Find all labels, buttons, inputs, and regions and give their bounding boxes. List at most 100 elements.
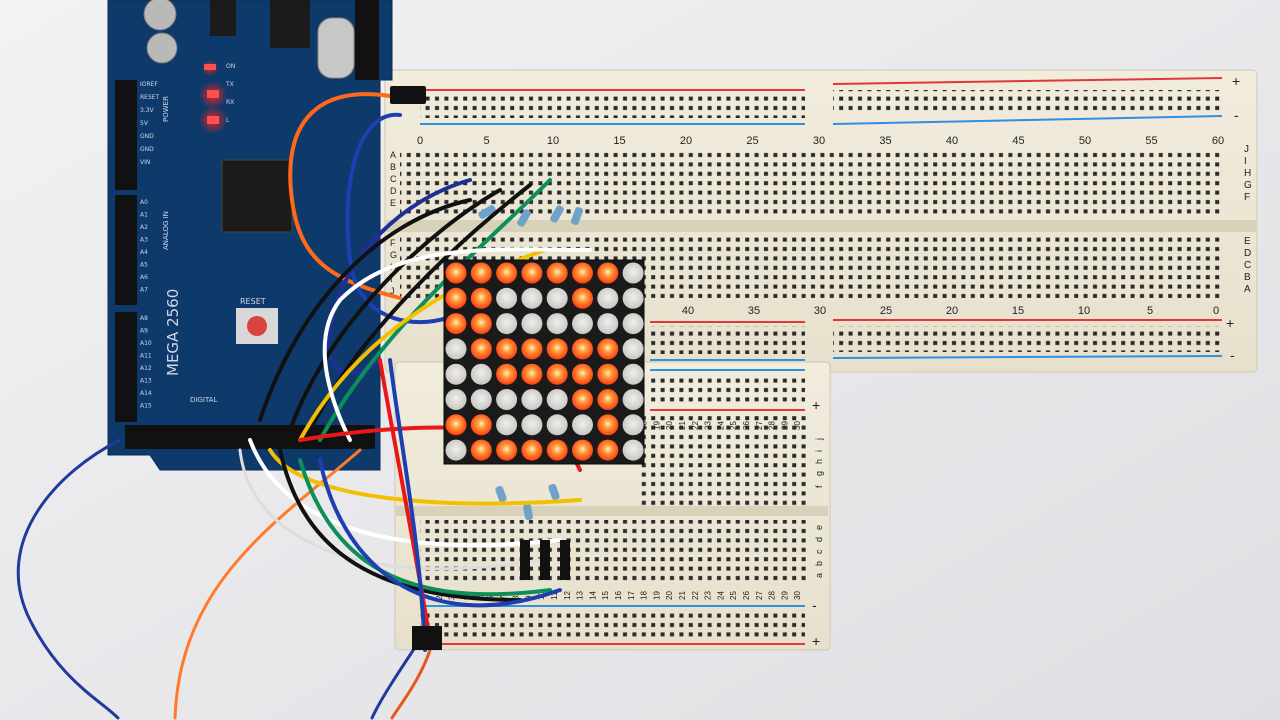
small-row-letter: g bbox=[814, 471, 824, 476]
small-column-number: 8 bbox=[512, 595, 521, 600]
small-column-number: 25 bbox=[729, 591, 738, 600]
column-number: 30 bbox=[813, 135, 825, 147]
analog-pin-label: A1 bbox=[140, 212, 148, 219]
column-number-lower: 35 bbox=[748, 305, 760, 317]
led-dot-lit bbox=[572, 439, 593, 461]
small-column-number: 24 bbox=[716, 591, 725, 600]
row-letter-left: E bbox=[390, 198, 396, 208]
led-dot-lit bbox=[572, 262, 593, 284]
led-dot-off bbox=[445, 363, 467, 385]
led-dot-lit bbox=[496, 338, 518, 360]
column-number-lower: 15 bbox=[1012, 305, 1024, 317]
led-matrix-8x8 bbox=[443, 259, 645, 465]
small-column-number: 23 bbox=[704, 591, 713, 600]
analog-pin-label: A4 bbox=[140, 249, 148, 256]
column-number: 15 bbox=[613, 135, 625, 147]
analog-pin-label: A12 bbox=[140, 365, 152, 372]
small-column-number: 17 bbox=[627, 591, 636, 600]
led-dot-lit bbox=[597, 363, 619, 385]
row-letter: G bbox=[1244, 180, 1252, 191]
analog-header-label: ANALOG IN bbox=[162, 211, 170, 250]
analog-pin-label: A7 bbox=[140, 287, 148, 294]
column-number-lower: 5 bbox=[1147, 305, 1153, 317]
led-dot-lit bbox=[445, 414, 467, 436]
led-dot-lit bbox=[546, 338, 568, 360]
status-led-label: ON bbox=[226, 63, 235, 70]
led-dot-off bbox=[622, 338, 644, 360]
power-pin-label: 3.3V bbox=[140, 107, 155, 114]
led-dot-off bbox=[521, 414, 543, 436]
analog-pin-label: A9 bbox=[140, 328, 148, 335]
analog-pin-label: A15 bbox=[140, 403, 152, 410]
led-dot-lit bbox=[597, 338, 619, 360]
small-column-number-upper: 26 bbox=[742, 421, 751, 430]
led-dot-off bbox=[622, 439, 644, 461]
row-letter-left: A bbox=[390, 150, 396, 160]
power-header-label: POWER bbox=[162, 96, 170, 122]
led-dot-off bbox=[622, 389, 644, 410]
led-dot-lit bbox=[546, 262, 568, 284]
small-column-number-upper: 30 bbox=[793, 421, 802, 430]
rail-minus-label-lower: - bbox=[1230, 347, 1235, 363]
led-dot-off bbox=[572, 313, 593, 335]
led-dot-off bbox=[622, 262, 644, 284]
row-letter-left: D bbox=[390, 186, 397, 196]
led-dot-off bbox=[445, 439, 467, 461]
board-model-label: MEGA 2560 bbox=[164, 289, 182, 376]
led-dot-off bbox=[622, 313, 644, 335]
small-row-letter: d bbox=[814, 537, 824, 542]
led-dot-off bbox=[546, 389, 568, 410]
small-column-number: 27 bbox=[755, 591, 764, 600]
analog-pin-label: A8 bbox=[140, 315, 148, 322]
led-dot-off bbox=[622, 363, 644, 385]
column-number: 5 bbox=[483, 135, 489, 147]
led-dot-lit bbox=[496, 262, 518, 284]
led-dot-lit bbox=[470, 287, 492, 309]
column-number-lower: 40 bbox=[682, 305, 694, 317]
small-row-letter: f bbox=[814, 485, 824, 488]
power-pin-label: VIN bbox=[140, 159, 150, 166]
led-dot-lit bbox=[445, 313, 467, 335]
led-dot-lit bbox=[496, 363, 518, 385]
led-dot-lit bbox=[521, 338, 543, 360]
small-column-number-upper: 19 bbox=[652, 421, 661, 430]
led-dot-off bbox=[546, 287, 568, 309]
led-dot-lit bbox=[597, 439, 619, 461]
small-column-number: 30 bbox=[793, 591, 802, 600]
analog-pin-label: A3 bbox=[140, 237, 148, 244]
small-row-letter: i bbox=[814, 450, 824, 452]
led-dot-lit bbox=[470, 338, 492, 360]
small-column-number: 12 bbox=[563, 591, 572, 600]
row-letter: C bbox=[1244, 260, 1251, 271]
small-column-number-upper: 20 bbox=[665, 421, 674, 430]
column-number: 45 bbox=[1012, 135, 1024, 147]
column-number-lower: 10 bbox=[1078, 305, 1090, 317]
led-dot-lit bbox=[445, 287, 467, 309]
led-dot-off bbox=[546, 313, 568, 335]
led-tx bbox=[207, 90, 219, 98]
column-number: 0 bbox=[417, 135, 423, 147]
analog-pin-label: A10 bbox=[140, 340, 152, 347]
row-letter-left: C bbox=[390, 174, 397, 184]
led-dot-off bbox=[496, 414, 518, 436]
small-column-number-upper: 29 bbox=[780, 421, 789, 430]
small-rail-plus-label: + bbox=[812, 397, 820, 413]
row-letter-left: B bbox=[390, 162, 396, 172]
led-dot-lit bbox=[496, 439, 518, 461]
small-column-number: 20 bbox=[665, 591, 674, 600]
small-rail-plus-label-bottom: + bbox=[812, 633, 820, 649]
small-column-number-upper: 28 bbox=[768, 421, 777, 430]
small-column-number-upper: 25 bbox=[729, 421, 738, 430]
column-number-lower: 25 bbox=[880, 305, 892, 317]
small-column-number: 16 bbox=[614, 591, 623, 600]
column-number: 10 bbox=[547, 135, 559, 147]
column-number: 25 bbox=[746, 135, 758, 147]
column-number: 50 bbox=[1079, 135, 1091, 147]
rail-plus-label: + bbox=[1232, 73, 1240, 89]
led-dot-off bbox=[546, 414, 568, 436]
led-dot-off bbox=[572, 414, 593, 436]
led-dot-off bbox=[496, 287, 518, 309]
